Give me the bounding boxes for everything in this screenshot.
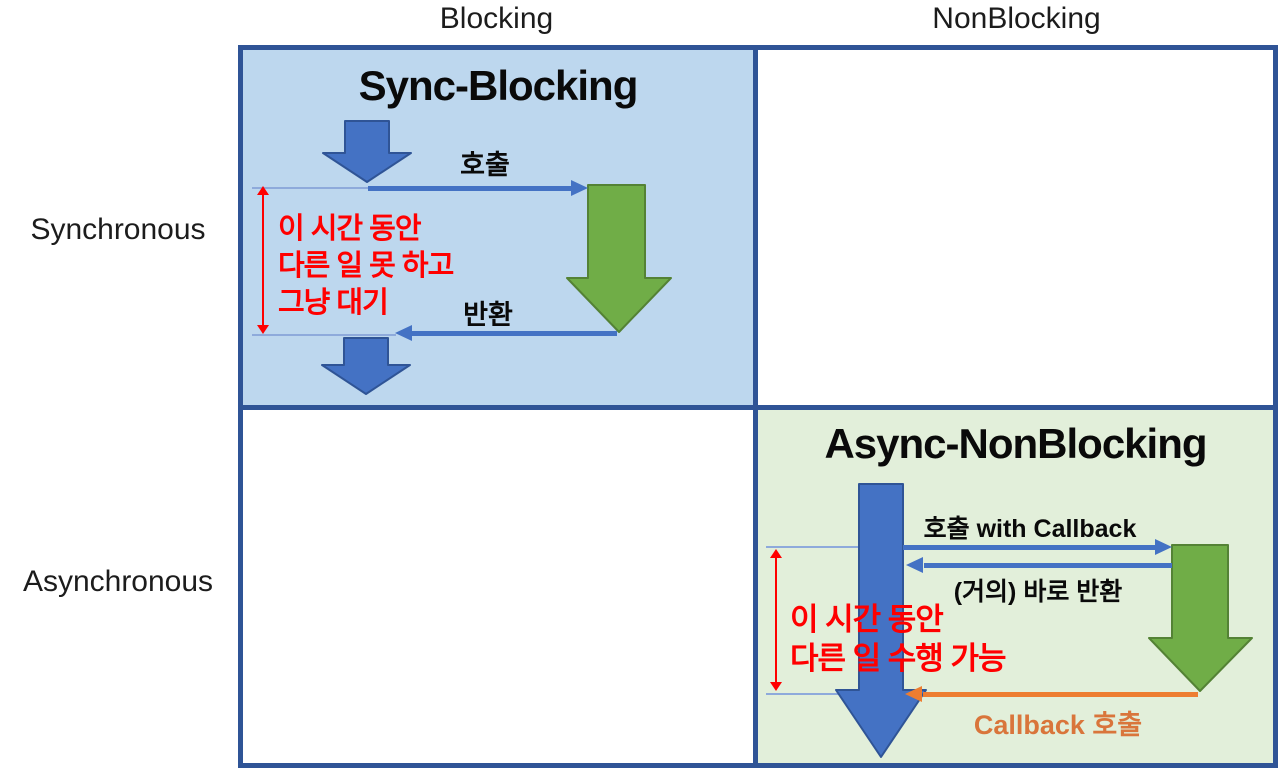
call-arrowhead-icon: [571, 180, 588, 196]
row-header-synchronous: Synchronous: [30, 213, 206, 246]
free-note-line-2: 다른 일 수행 가능: [790, 641, 1006, 676]
immediate-return-arrow-line: [924, 563, 1172, 568]
caller-down-block-arrow-icon: [322, 120, 412, 183]
free-note: 이 시간 동안 다른 일 수행 가능: [790, 600, 1006, 678]
connector-line-top: [766, 546, 860, 548]
call-arrow-line: [368, 186, 572, 191]
immediate-return-label: (거의) 바로 반환: [953, 578, 1123, 606]
call-label: 호출: [460, 150, 510, 180]
call-arrow-line: [903, 545, 1155, 550]
wait-note-line-2: 다른 일 못 하고: [278, 250, 454, 282]
free-span-down-arrowhead-icon: [770, 682, 782, 691]
free-span-up-arrowhead-icon: [770, 549, 782, 558]
free-note-line-1: 이 시간 동안: [790, 602, 944, 637]
cell-sync-nonblocking: [758, 50, 1273, 405]
wait-span-line: [262, 193, 264, 326]
grid-horizontal-divider: [243, 405, 1273, 410]
callee-down-block-arrow-icon: [1148, 544, 1253, 692]
quadrant-grid: Sync-Blocking 호출 반환: [238, 45, 1278, 768]
column-header-nonblocking: NonBlocking: [932, 2, 1101, 35]
connector-line-top: [252, 187, 370, 189]
callback-call-label: Callback 호출: [973, 710, 1143, 740]
call-arrowhead-icon: [1155, 539, 1172, 555]
callback-arrow-line: [923, 692, 1198, 697]
callback-arrowhead-icon: [905, 686, 922, 702]
call-with-callback-label: 호출 with Callback: [923, 515, 1137, 543]
wait-note-line-3: 그냥 대기: [278, 287, 389, 319]
column-header-blocking: Blocking: [439, 2, 554, 35]
return-arrowhead-icon: [395, 325, 412, 341]
connector-line-bottom: [252, 334, 396, 336]
cell-async-blocking: [243, 410, 753, 763]
cell-async-nonblocking: Async-NonBlocking 호출 with Callback (거의) …: [758, 410, 1273, 763]
immediate-return-arrowhead-icon: [906, 557, 923, 573]
wait-note: 이 시간 동안 다른 일 못 하고 그냥 대기: [278, 211, 454, 322]
caller-long-down-block-arrow-icon: [835, 483, 927, 758]
sync-blocking-title: Sync-Blocking: [358, 62, 639, 109]
wait-note-line-1: 이 시간 동안: [278, 213, 422, 245]
return-label: 반환: [463, 300, 513, 330]
cell-sync-blocking: Sync-Blocking 호출 반환: [243, 50, 753, 405]
row-header-asynchronous: Asynchronous: [22, 565, 214, 598]
async-nonblocking-title: Async-NonBlocking: [824, 420, 1207, 467]
return-arrow-line: [412, 331, 617, 336]
callee-down-block-arrow-icon: [566, 184, 672, 333]
connector-line-bottom: [766, 693, 860, 695]
free-span-line: [775, 556, 777, 684]
wait-span-up-arrowhead-icon: [257, 186, 269, 195]
wait-span-down-arrowhead-icon: [257, 325, 269, 334]
caller-resume-block-arrow-icon: [321, 337, 411, 395]
